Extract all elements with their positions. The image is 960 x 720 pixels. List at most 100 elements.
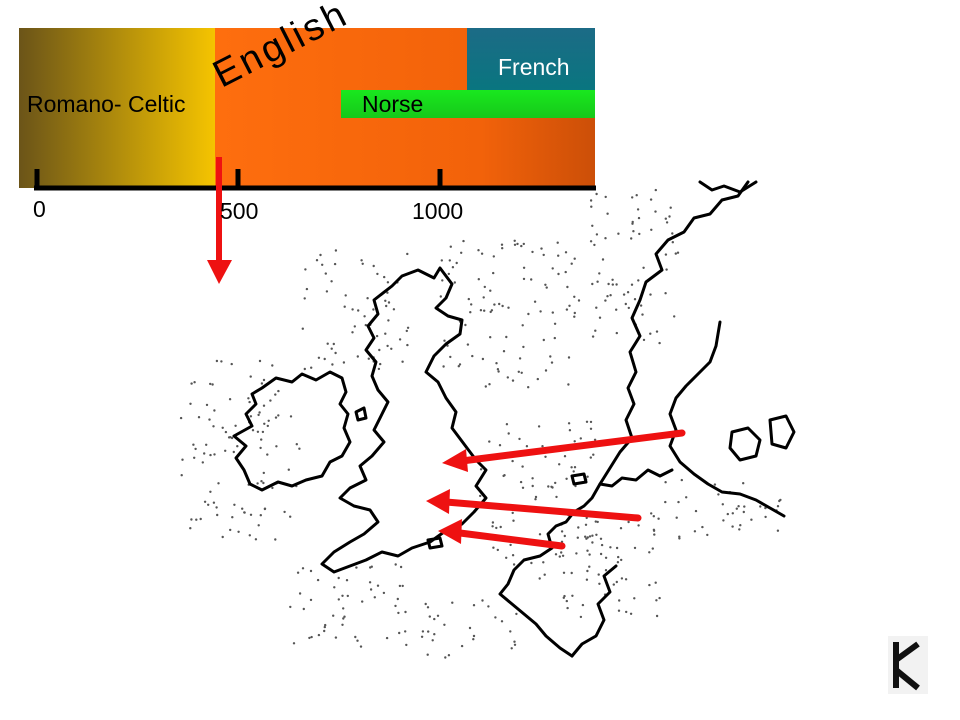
sea-dot: [260, 480, 263, 483]
sea-dot: [566, 606, 569, 610]
sea-dot: [334, 636, 338, 639]
sea-dot: [595, 533, 598, 536]
sea-dot: [323, 629, 326, 633]
sea-dot: [622, 293, 626, 296]
sea-dot: [277, 389, 280, 393]
sea-dot: [315, 259, 319, 262]
sea-dot: [595, 306, 598, 309]
sea-dot: [589, 427, 593, 430]
sea-dot: [231, 516, 234, 519]
rune-logo-icon: [888, 636, 928, 694]
sea-dot: [619, 527, 623, 530]
sea-dot: [606, 212, 609, 215]
sea-dot: [398, 584, 402, 588]
sea-dot: [654, 581, 657, 584]
sea-dot: [513, 243, 517, 246]
sea-dot: [638, 232, 641, 236]
sea-dot: [212, 501, 216, 504]
sea-dot: [615, 283, 618, 286]
sea-dot: [341, 623, 344, 626]
sea-dot: [538, 533, 542, 536]
sea-dot: [556, 241, 559, 244]
sea-dot: [706, 533, 709, 537]
sea-dot: [189, 402, 192, 405]
sea-dot: [243, 511, 246, 514]
sea-dot: [498, 444, 502, 447]
sea-dot: [479, 494, 482, 498]
sea-dot: [560, 551, 563, 554]
sea-dot: [594, 520, 597, 523]
sea-dot: [323, 625, 326, 629]
sea-dot: [521, 465, 524, 468]
sea-dot: [197, 416, 201, 419]
sea-dot: [436, 614, 440, 617]
sea-dot: [488, 440, 491, 443]
sea-dot: [516, 242, 519, 246]
sea-dot: [586, 569, 589, 573]
sea-dot: [424, 602, 427, 606]
sea-dot: [394, 604, 397, 608]
sea-dot: [534, 495, 538, 499]
sea-dot: [212, 425, 215, 428]
sea-dot: [406, 252, 409, 256]
sea-dot: [571, 594, 574, 597]
sea-dot: [598, 272, 601, 275]
sea-dot: [488, 383, 491, 386]
sea-dot: [344, 294, 347, 297]
sea-dot: [544, 283, 547, 286]
sea-dot: [385, 304, 388, 308]
sea-dot: [573, 440, 576, 443]
sea-dot: [227, 436, 231, 439]
sea-dot: [481, 599, 484, 602]
sea-dot: [330, 347, 333, 350]
sea-dot: [479, 468, 483, 471]
sea-dot: [522, 266, 526, 269]
sea-dot: [536, 377, 539, 381]
sea-dot: [657, 517, 660, 520]
sea-dot: [595, 233, 599, 236]
sea-dot: [341, 594, 344, 597]
label-norse: Norse: [362, 91, 424, 117]
sea-dot: [563, 594, 566, 598]
sea-dot: [560, 530, 564, 533]
sea-dot: [258, 359, 262, 363]
sea-dot: [497, 370, 500, 373]
sea-dot: [604, 556, 608, 559]
sea-dot: [283, 510, 286, 514]
sea-dot: [363, 315, 366, 318]
sea-dot: [483, 309, 486, 312]
sea-dot: [624, 302, 627, 306]
sea-dot: [230, 436, 234, 440]
sea-dot: [630, 283, 634, 286]
sea-dot: [589, 240, 593, 243]
sea-dot: [247, 397, 250, 400]
sea-dot: [248, 534, 251, 537]
sea-dot: [216, 513, 219, 517]
sea-dot: [480, 252, 484, 255]
sea-dot: [477, 278, 480, 281]
sea-dot: [653, 533, 656, 536]
sea-dot: [665, 221, 669, 224]
label-french: French: [498, 54, 570, 80]
sea-dot: [664, 253, 668, 256]
sea-dot: [333, 586, 336, 589]
sea-dot: [511, 379, 515, 382]
sea-dot: [426, 653, 429, 656]
low-countries-inlet: [598, 468, 674, 488]
sea-dot: [550, 361, 554, 364]
sea-dot: [376, 272, 379, 276]
sea-dot: [538, 577, 541, 580]
sea-dot: [249, 415, 253, 418]
sea-dot: [595, 192, 598, 196]
sea-dot: [449, 245, 452, 248]
sea-dot: [405, 643, 408, 647]
sea-dot: [494, 616, 497, 619]
sea-dot: [677, 500, 680, 504]
sea-dot: [655, 330, 659, 333]
sea-dot: [511, 554, 515, 557]
sea-dot: [503, 474, 506, 477]
sea-dot: [190, 518, 193, 521]
sea-dot: [664, 292, 667, 295]
sea-dot: [256, 430, 260, 433]
